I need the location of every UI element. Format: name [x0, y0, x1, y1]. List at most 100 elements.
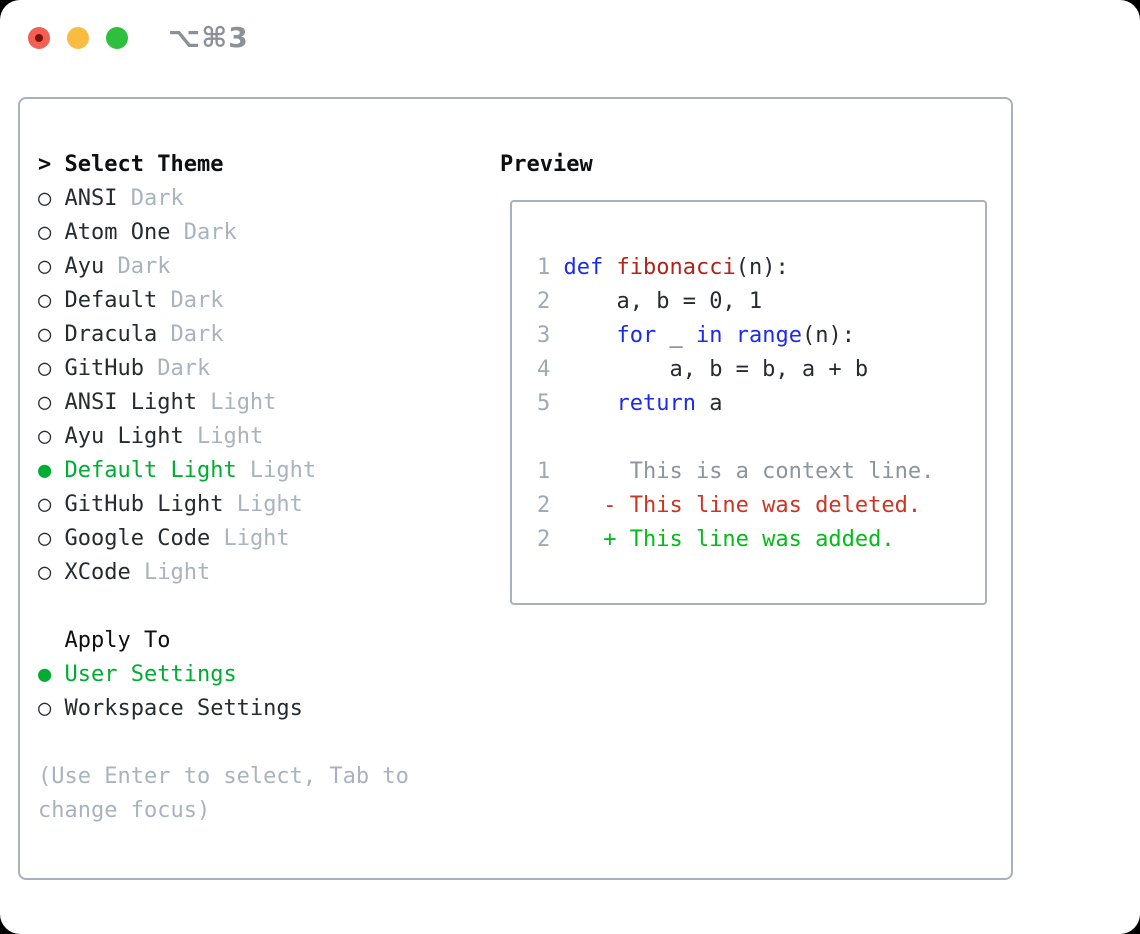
radio-icon: ○ — [38, 492, 52, 517]
line-number: 1 — [537, 255, 551, 280]
radio-icon: ○ — [38, 560, 52, 585]
code-line: 1 This is a context line. — [537, 455, 985, 489]
focus-caret-icon: > — [38, 152, 52, 177]
theme-option[interactable]: ○ Dracula Dark — [38, 318, 409, 352]
theme-option[interactable]: ○ Ayu Light Light — [38, 420, 409, 454]
code-segment — [550, 255, 563, 280]
apply-to-header: Apply To — [64, 628, 171, 653]
theme-name: Ayu — [64, 254, 105, 279]
keyboard-hint: (Use Enter to select, Tab to — [38, 764, 409, 789]
line-number: 2 — [537, 527, 551, 552]
line-number: 5 — [537, 391, 551, 416]
radio-icon: ○ — [38, 390, 52, 415]
theme-option[interactable]: ○ Atom One Dark — [38, 216, 409, 250]
code-segment: This is a context line. — [550, 459, 935, 484]
theme-variant: Dark — [157, 288, 224, 313]
code-line: 5 return a — [537, 387, 985, 421]
theme-option[interactable]: ○ ANSI Light Light — [38, 386, 409, 420]
zoom-button[interactable] — [106, 27, 128, 49]
close-button[interactable] — [28, 27, 50, 49]
theme-name: XCode — [64, 560, 131, 585]
line-number: 4 — [537, 357, 551, 382]
radio-icon: ○ — [38, 186, 52, 211]
theme-variant: Light — [130, 560, 211, 585]
radio-selected-icon: ● — [38, 458, 52, 483]
code-segment — [550, 391, 616, 416]
code-segment: fibonacci — [616, 255, 736, 280]
code-segment: for — [616, 323, 657, 348]
theme-variant: Light — [223, 492, 303, 517]
window-title-shortcut: ⌥⌘3 — [168, 21, 249, 54]
radio-icon: ○ — [38, 526, 52, 551]
theme-name: Default — [64, 288, 158, 313]
theme-variant: Dark — [157, 322, 224, 347]
code-segment: (n): — [735, 255, 789, 280]
code-segment: range — [735, 323, 802, 348]
apply-to-label: Workspace Settings — [64, 696, 303, 721]
code-line: 2 + This line was added. — [537, 523, 985, 557]
code-line: 1 def fibonacci(n): — [537, 251, 985, 285]
theme-option[interactable]: ○ GitHub Dark — [38, 352, 409, 386]
theme-name: ANSI — [64, 186, 118, 211]
theme-name: ANSI Light — [64, 390, 197, 415]
theme-name: Google Code — [64, 526, 211, 551]
theme-name: GitHub — [64, 356, 144, 381]
code-line: 2 - This line was deleted. — [537, 489, 985, 523]
radio-icon: ○ — [38, 696, 52, 721]
apply-to-option[interactable]: ● User Settings — [38, 658, 409, 692]
code-segment — [603, 255, 616, 280]
theme-variant: Light — [210, 526, 290, 551]
spacer-row — [38, 590, 409, 624]
code-segment: def — [563, 255, 604, 280]
theme-option[interactable]: ○ GitHub Light Light — [38, 488, 409, 522]
theme-variant: Light — [236, 458, 317, 483]
theme-name: Atom One — [64, 220, 171, 245]
preview-title: Preview — [500, 152, 593, 177]
code-line: 2 a, b = 0, 1 — [537, 285, 985, 319]
theme-name: Ayu Light — [64, 424, 184, 449]
theme-column: > Select Theme○ ANSI Dark○ Atom One Dark… — [38, 148, 409, 828]
spacer-row — [38, 726, 409, 760]
theme-list-header: > Select Theme — [38, 148, 409, 182]
code-segment — [550, 323, 616, 348]
theme-option[interactable]: ○ Default Dark — [38, 284, 409, 318]
theme-variant: Dark — [143, 356, 211, 381]
radio-icon: ○ — [38, 424, 52, 449]
line-number: 2 — [537, 289, 551, 314]
code-segment: (n): — [801, 323, 855, 348]
theme-name: GitHub Light — [64, 492, 224, 517]
code-line: 4 a, b = b, a + b — [537, 353, 985, 387]
titlebar: ⌥⌘3 — [28, 21, 249, 54]
code-segment: - This line was deleted. — [550, 493, 922, 518]
keyboard-hint: change focus) — [38, 798, 211, 823]
theme-option[interactable]: ● Default Light Light — [38, 454, 409, 488]
code-segment: + This line was added. — [550, 527, 895, 552]
radio-selected-icon: ● — [38, 662, 52, 687]
radio-icon: ○ — [38, 322, 52, 347]
minimize-button[interactable] — [67, 27, 89, 49]
apply-to-label: User Settings — [64, 662, 237, 687]
code-segment: a, b = b, a + b — [550, 357, 869, 382]
code-line: 3 for _ in range(n): — [537, 319, 985, 353]
code-line — [537, 421, 985, 455]
radio-icon: ○ — [38, 356, 52, 381]
theme-option[interactable]: ○ Ayu Dark — [38, 250, 409, 284]
theme-variant: Dark — [104, 254, 171, 279]
apply-to-option[interactable]: ○ Workspace Settings — [38, 692, 409, 726]
theme-name: Default Light — [64, 458, 237, 483]
code-segment — [722, 323, 735, 348]
code-segment: a, b = 0, 1 — [550, 289, 763, 314]
theme-option[interactable]: ○ Google Code Light — [38, 522, 409, 556]
radio-icon: ○ — [38, 220, 52, 245]
line-number: 1 — [537, 459, 551, 484]
theme-option[interactable]: ○ ANSI Dark — [38, 182, 409, 216]
theme-option[interactable]: ○ XCode Light — [38, 556, 409, 590]
theme-list-title: Select Theme — [64, 152, 224, 177]
radio-icon: ○ — [38, 288, 52, 313]
radio-icon: ○ — [38, 254, 52, 279]
code-segment: in — [695, 323, 723, 348]
code-segment: return — [616, 391, 696, 416]
